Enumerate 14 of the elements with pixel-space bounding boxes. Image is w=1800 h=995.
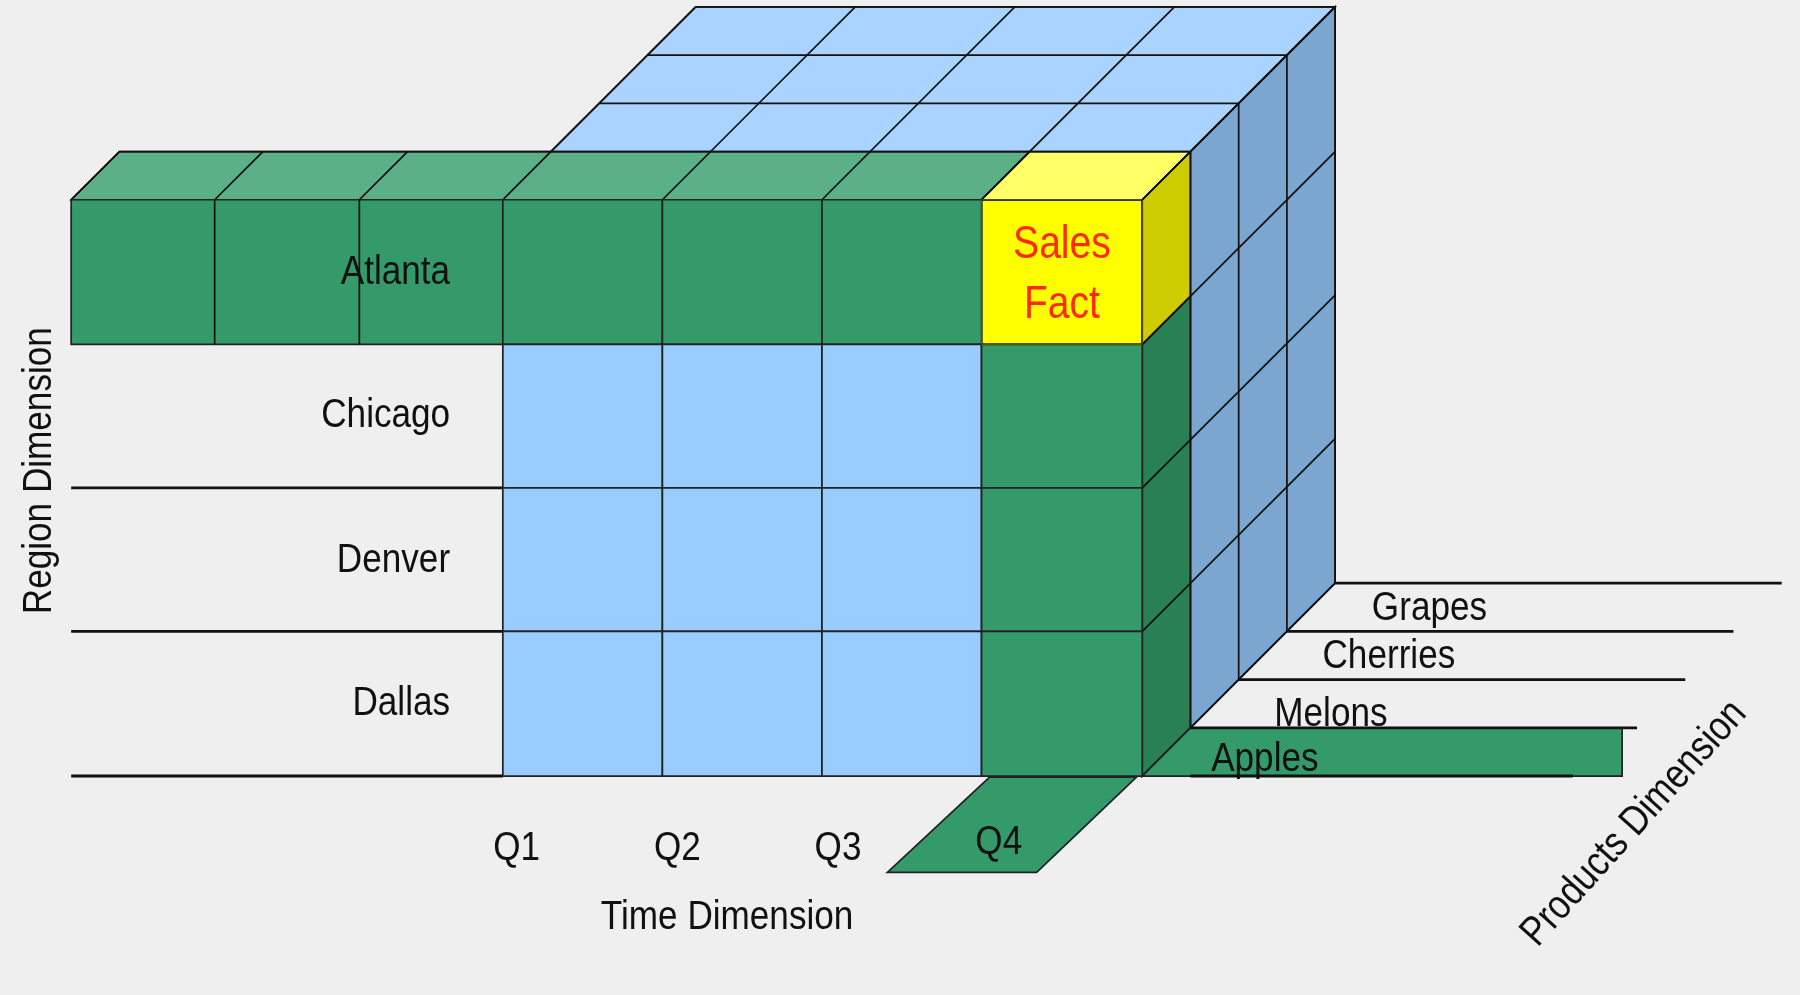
column-label: Q2 [653,825,701,867]
fact-cell: Sales Fact [981,199,1143,345]
axis-title: Region Dimension [16,327,58,615]
category-label: Melons [1274,691,1388,733]
category-label: Cherries [1322,633,1456,675]
category-label: Apples [1211,737,1319,779]
axis-title: Time Dimension [600,894,853,936]
row-label: Denver [336,537,451,579]
column-label: Q1 [493,825,541,867]
column-label: Q3 [814,825,862,867]
category-label: Grapes [1371,585,1488,627]
column-label: Q4 [975,819,1023,861]
row-label: Dallas [352,680,451,723]
row-label: Chicago [321,392,451,434]
